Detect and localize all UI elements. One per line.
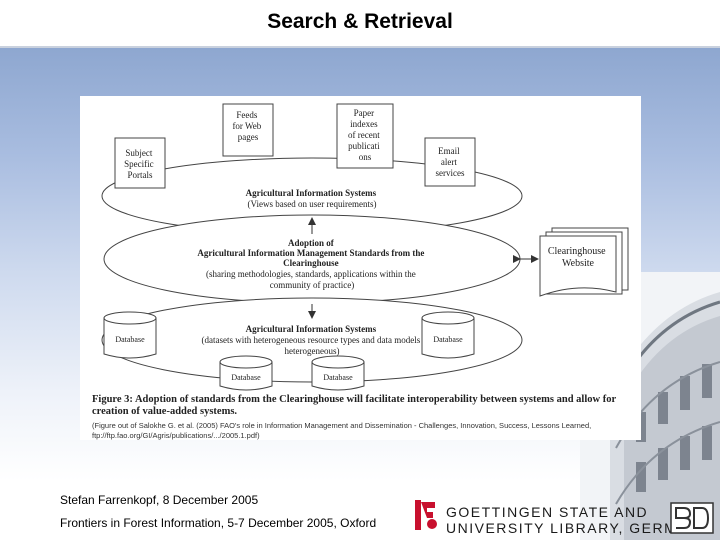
footer-event: Frontiers in Forest Information, 5-7 Dec… — [60, 516, 377, 530]
figure-caption: Figure 3: Adoption of standards from the… — [92, 394, 616, 417]
sub-emblem-icon — [670, 502, 714, 534]
source-line-1: (Figure out of Salokhe G. et al. (2005) … — [92, 421, 592, 430]
node-ais-views: Agricultural Information Systems (Views … — [246, 188, 379, 209]
title-bar: Search & Retrieval — [0, 0, 720, 48]
footer-author: Stefan Farrenkopf, 8 December 2005 — [60, 493, 259, 507]
node-clearinghouse-website: Clearinghouse Website — [548, 246, 608, 269]
node-paper-indexes: Paper indexes of recent publicati ons — [348, 108, 382, 162]
slide-title: Search & Retrieval — [267, 10, 453, 33]
node-email-alert: Email alert services — [436, 146, 465, 178]
database-label-bottom-left: Database — [231, 373, 261, 382]
logo-line-1: GOETTINGEN STATE AND — [446, 504, 649, 520]
node-feeds: Feeds for Web pages — [232, 110, 263, 142]
logo-line-2: UNIVERSITY LIBRARY, GERMANY — [446, 520, 711, 536]
node-adoption: Adoption of Agricultural Information Man… — [197, 238, 426, 290]
figure-source: (Figure out of Salokhe G. et al. (2005) … — [92, 421, 632, 441]
database-label-left: Database — [115, 335, 145, 344]
diagram-figure: Feeds for Web pages Paper indexes of rec… — [80, 96, 641, 440]
database-label-bottom-right: Database — [323, 373, 353, 382]
library-logo-icon — [415, 500, 437, 530]
node-ais-datasets: Agricultural Information Systems (datase… — [202, 324, 423, 356]
diagram-svg: Feeds for Web pages Paper indexes of rec… — [101, 103, 629, 391]
database-label-right: Database — [433, 335, 463, 344]
source-line-2: ftp://ftp.fao.org/GI/Agris/publications/… — [92, 431, 260, 440]
node-subject-portals: Subject Specific Portals — [124, 148, 156, 180]
